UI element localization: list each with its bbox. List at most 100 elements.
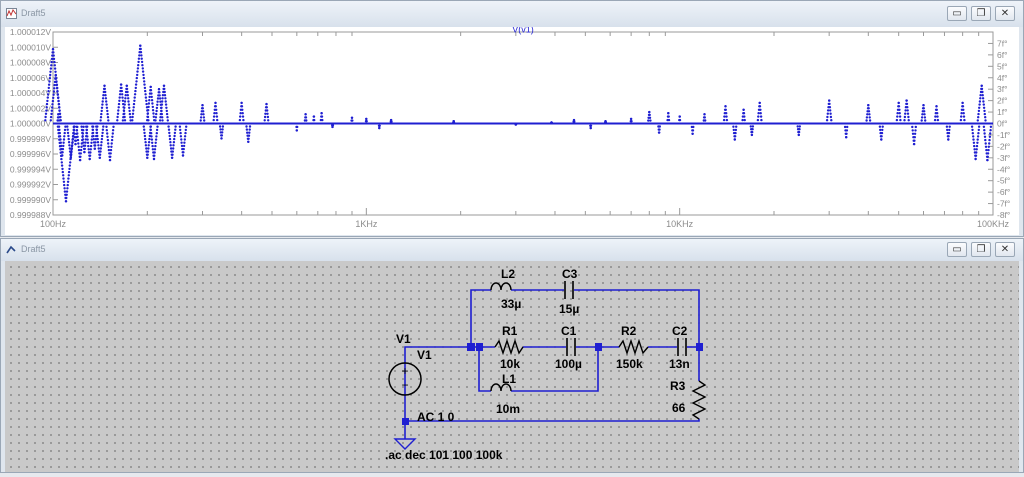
phase-point [98,156,102,159]
phase-point [95,128,98,131]
r1-value[interactable]: 10k [500,357,520,371]
c3-value[interactable]: 15µ [559,302,579,316]
capacitor-c3-symbol[interactable] [564,281,574,299]
phase-point [168,134,171,138]
r2-value[interactable]: 150k [616,357,643,371]
phase-point [85,125,88,128]
inductor-l1-symbol[interactable] [490,383,512,392]
schematic-drawing[interactable]: + − L2 33µ C3 15µ R1 10k C1 100µ R2 150k… [5,261,1019,472]
plot-restore-button[interactable]: ❐ [971,6,991,21]
phase-point [48,77,52,80]
phase-point [143,128,146,131]
phase-point [104,94,107,97]
voltage-source-v1-symbol[interactable]: + − [388,362,422,396]
phase-point [106,116,110,119]
plot-close-button[interactable]: ✕ [995,6,1015,21]
phase-point [151,105,154,109]
v1-name[interactable]: V1 [396,332,411,346]
phase-point [976,138,979,141]
phase-point [989,129,992,132]
phase-point [331,125,334,129]
spice-directive[interactable]: .ac dec 101 100 100k [385,448,503,462]
l1-name[interactable]: L1 [502,372,516,386]
v1-net-label[interactable]: V1 [417,348,432,362]
phase-point [68,144,71,147]
phase-point [759,115,763,118]
phase-point [67,137,70,141]
r3-name[interactable]: R3 [670,379,686,393]
phase-point [118,93,122,96]
phase-point [164,100,167,103]
phase-point [101,134,104,138]
c2-value[interactable]: 13n [669,357,690,371]
phase-point [71,141,74,144]
c3-name[interactable]: C3 [562,267,578,281]
phase-point [985,148,988,152]
v1-value[interactable]: AC 1 0 [417,410,455,424]
phase-point [100,106,104,110]
phase-point [183,138,186,141]
phase-point [66,183,69,187]
phase-point [57,116,60,119]
phase-point [100,137,104,141]
plot-window-titlebar[interactable]: Draft5 ▭ ❐ ✕ [1,1,1023,27]
phase-point [147,102,151,105]
phase-point [123,100,127,103]
c1-value[interactable]: 100µ [555,357,582,371]
plot-minimize-button[interactable]: ▭ [947,6,967,21]
schematic-window-titlebar[interactable]: Draft5 ▭ ❐ ✕ [1,239,1023,261]
phase-point [904,109,907,112]
l1-value[interactable]: 10m [496,402,520,416]
schematic-restore-button[interactable]: ❐ [971,242,991,257]
r3-value[interactable]: 66 [672,401,686,415]
c1-name[interactable]: C1 [561,324,577,338]
phase-point [723,115,726,118]
schematic-canvas[interactable]: + − L2 33µ C3 15µ R1 10k C1 100µ R2 150k… [5,261,1019,472]
resistor-r1-symbol[interactable] [494,338,524,356]
junction-dot [467,343,475,351]
phase-point [111,129,115,132]
r2-name[interactable]: R2 [621,324,637,338]
phase-point [743,118,746,122]
phase-point [102,94,105,97]
phase-point [46,99,49,103]
phase-point [58,138,61,141]
phase-point [986,152,990,155]
phase-point [977,112,980,116]
phase-point [52,51,55,54]
phase-point [168,137,172,141]
phase-point [80,145,83,148]
phase-point [202,110,205,113]
phase-point [124,94,127,97]
phase-point [46,96,49,99]
phase-point [67,170,71,174]
phase-point [65,193,68,196]
phase-point [239,115,242,118]
l2-value[interactable]: 33µ [501,297,521,311]
phase-point [295,129,298,132]
phase-point [749,125,752,128]
y-right-tick-label: -4f° [997,164,1010,174]
l2-name[interactable]: L2 [501,267,515,281]
r1-name[interactable]: R1 [502,324,518,338]
resistor-r2-symbol[interactable] [618,338,649,356]
phase-point [106,112,109,116]
resistor-r3-symbol[interactable] [691,380,707,420]
phase-point [63,131,66,135]
phase-point [57,113,60,116]
inductor-l2-symbol[interactable] [490,282,512,291]
phase-point [648,116,652,120]
capacitor-c1-symbol[interactable] [566,338,576,356]
ground-icon [393,438,417,450]
phase-point [49,119,52,122]
phase-point [149,128,152,132]
phase-point [56,96,60,100]
c2-name[interactable]: C2 [672,324,688,338]
schematic-close-button[interactable]: ✕ [995,242,1015,257]
phase-point [936,118,940,122]
schematic-minimize-button[interactable]: ▭ [947,242,967,257]
phase-point [95,131,99,135]
capacitor-c2-symbol[interactable] [677,338,687,356]
